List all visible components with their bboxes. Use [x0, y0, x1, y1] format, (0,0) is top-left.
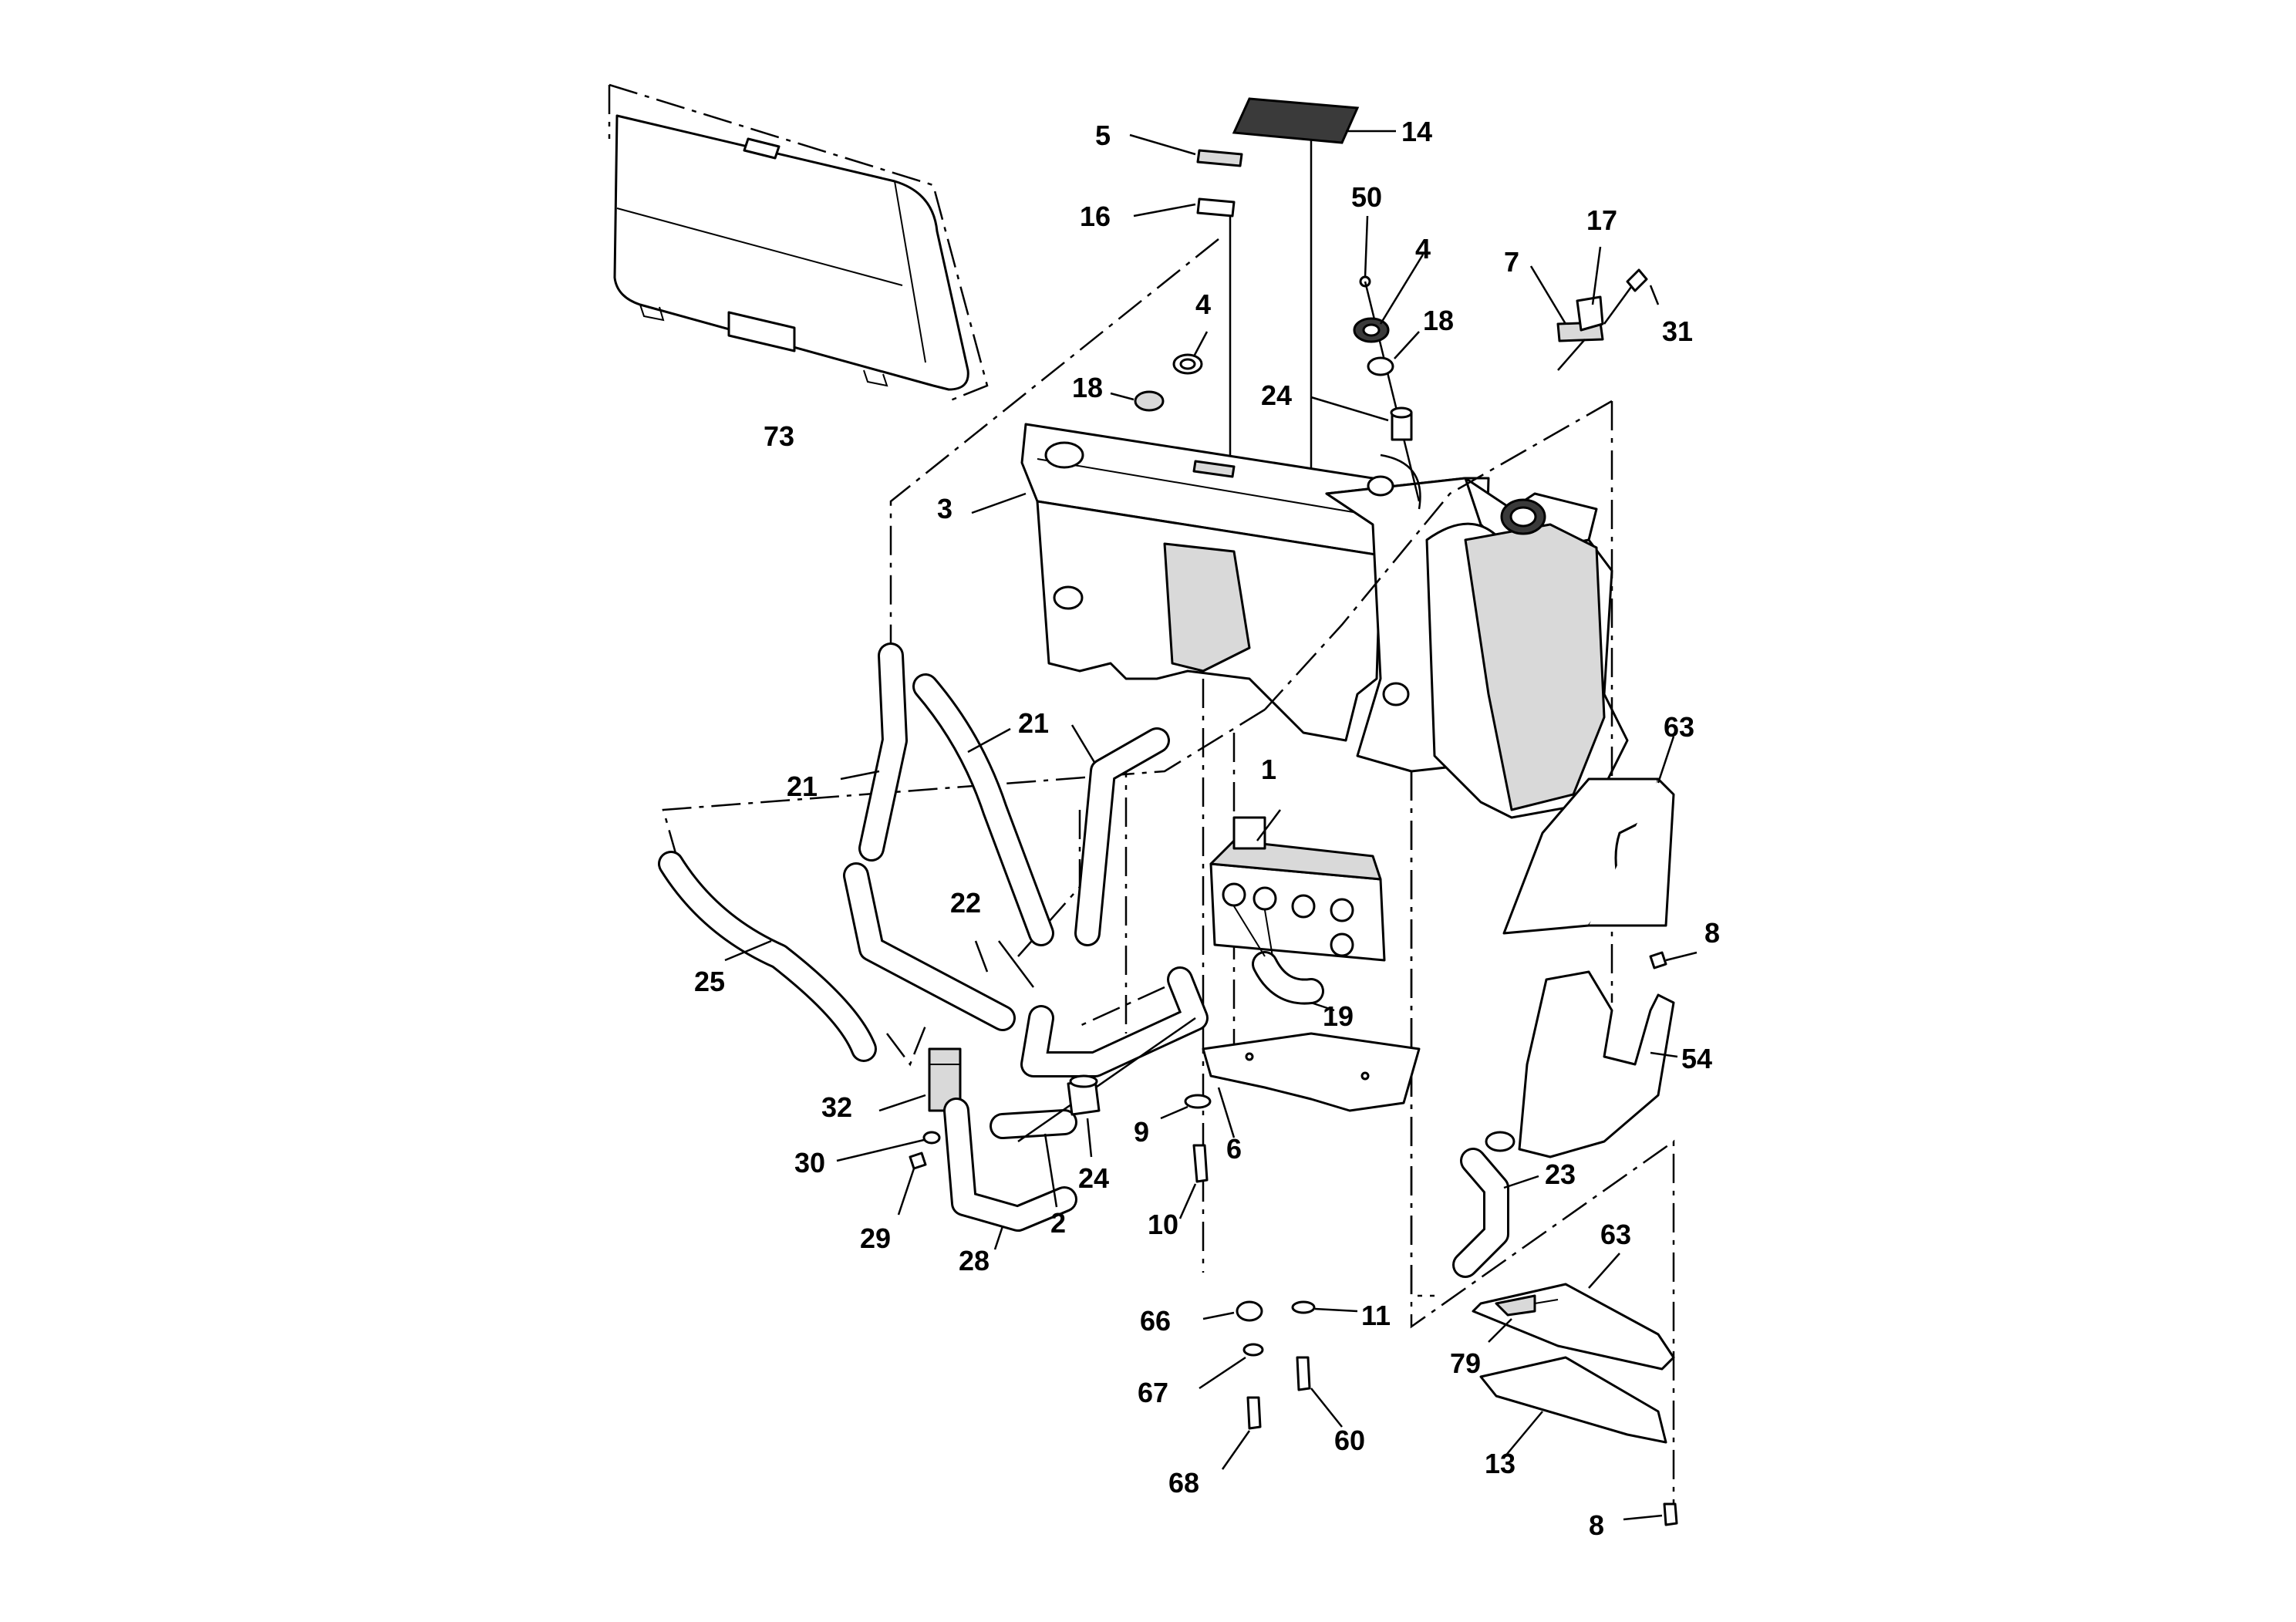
bushing-24-bottom — [1067, 1074, 1101, 1158]
valve-block-1 — [1209, 809, 1386, 962]
grommet-4-left — [1172, 331, 1209, 375]
hose-28 — [943, 1098, 1077, 1250]
callout-79: 79 — [1450, 1347, 1481, 1379]
callout-21-upper: 21 — [1018, 707, 1049, 739]
callout-22: 22 — [950, 887, 981, 919]
guard-63-upper — [1502, 736, 1675, 935]
callout-4-right: 4 — [1415, 233, 1431, 265]
bolt-29 — [897, 1152, 927, 1216]
hose-25 — [658, 851, 877, 1062]
shield-54 — [1485, 970, 1678, 1158]
washer-30 — [836, 1131, 941, 1162]
callout-21-lower: 21 — [787, 771, 818, 802]
callout-11: 11 — [1361, 1300, 1391, 1331]
callout-73: 73 — [764, 420, 794, 452]
callout-18-right: 18 — [1423, 305, 1454, 336]
hose-21-center — [912, 673, 1170, 946]
bolt-31 — [1603, 268, 1660, 325]
callout-10: 10 — [1148, 1209, 1178, 1240]
callout-18-left: 18 — [1072, 372, 1103, 403]
callout-28: 28 — [959, 1245, 990, 1276]
callout-2: 2 — [1050, 1207, 1066, 1239]
screw-50 — [1359, 215, 1421, 502]
callout-17: 17 — [1586, 204, 1617, 236]
cap-66 — [1202, 1300, 1263, 1322]
callout-13: 13 — [1485, 1448, 1515, 1479]
callout-50: 50 — [1351, 181, 1382, 213]
hose-23 — [1452, 1148, 1539, 1278]
bolt-68 — [1221, 1396, 1262, 1470]
plate-79 — [1488, 1294, 1536, 1343]
callout-68: 68 — [1168, 1467, 1199, 1499]
washer-9 — [1160, 1094, 1212, 1120]
callout-24-bottom: 24 — [1078, 1162, 1109, 1194]
cover-panel-73 — [608, 83, 989, 403]
callout-32: 32 — [821, 1091, 852, 1123]
bolt-10 — [1178, 1144, 1209, 1219]
callout-16: 16 — [1080, 201, 1111, 232]
clip-16 — [1133, 197, 1236, 463]
hose-19 — [1252, 951, 1335, 1012]
callout-29: 29 — [860, 1222, 891, 1254]
grommet-18-left — [1110, 390, 1165, 412]
callout-5: 5 — [1095, 120, 1111, 151]
callout-54: 54 — [1681, 1043, 1712, 1074]
hose-21-left — [840, 642, 908, 862]
bolt-60 — [1296, 1356, 1343, 1428]
callout-31: 31 — [1662, 315, 1693, 347]
callout-4-left: 4 — [1195, 288, 1211, 320]
callout-7: 7 — [1504, 246, 1519, 278]
bushing-24-top — [1310, 396, 1413, 441]
callout-23: 23 — [1545, 1158, 1576, 1190]
callout-3: 3 — [937, 493, 952, 524]
callout-19: 19 — [1323, 1000, 1354, 1032]
callout-66: 66 — [1140, 1305, 1171, 1337]
callout-63-lower: 63 — [1600, 1219, 1631, 1250]
grommet-18-right — [1367, 331, 1420, 376]
hose-2 — [990, 1017, 1196, 1208]
assembly-dash-lines — [662, 238, 1675, 1504]
callout-30: 30 — [794, 1147, 825, 1179]
mounting-plate-6 — [1202, 1032, 1421, 1138]
bolt-8-upper — [1649, 951, 1698, 969]
clip-5 — [1129, 133, 1243, 167]
guard-13 — [1479, 1356, 1667, 1458]
callout-6: 6 — [1226, 1133, 1242, 1165]
hose-22 — [843, 862, 1209, 1077]
callout-14: 14 — [1401, 116, 1432, 147]
grommet-4-right — [1353, 254, 1424, 343]
callout-60: 60 — [1334, 1425, 1365, 1456]
control-housing-3 — [971, 423, 1390, 742]
callout-9: 9 — [1134, 1116, 1149, 1148]
washer-11 — [1291, 1300, 1358, 1314]
callout-67: 67 — [1138, 1377, 1168, 1408]
bolt-8-lower — [1623, 1502, 1678, 1526]
callout-25: 25 — [694, 966, 725, 997]
callout-1: 1 — [1261, 754, 1276, 785]
callout-24-top: 24 — [1261, 379, 1292, 411]
callout-8-lower: 8 — [1589, 1509, 1604, 1541]
side-housing-tread — [1325, 454, 1629, 819]
callout-8-upper: 8 — [1704, 917, 1720, 949]
callout-63-upper: 63 — [1664, 711, 1694, 743]
washer-67 — [1199, 1343, 1264, 1390]
switch-7-17 — [1529, 246, 1604, 371]
callout-labels: 14 5 16 50 4 17 7 31 4 18 18 24 73 3 21 … — [694, 116, 1720, 1541]
